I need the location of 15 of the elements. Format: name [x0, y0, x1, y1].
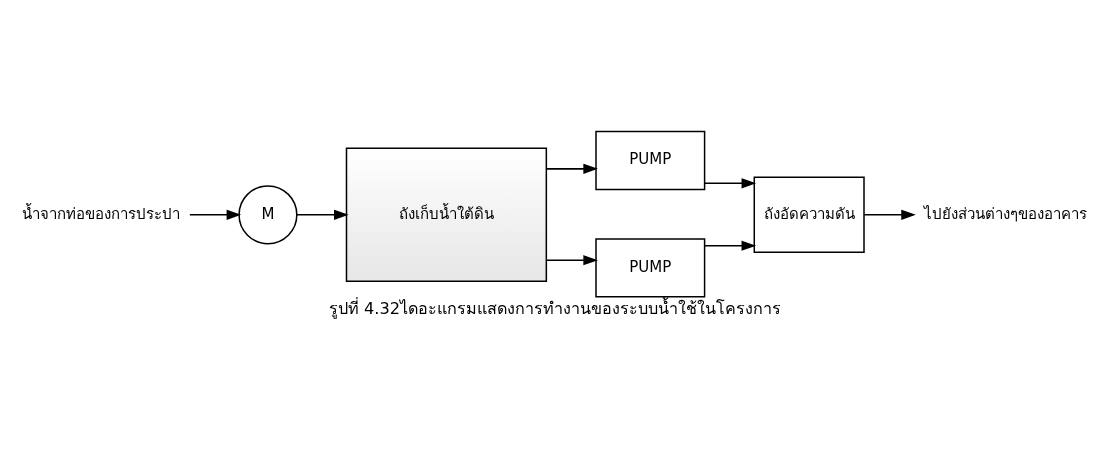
arrow [545, 255, 598, 266]
arrow [189, 209, 242, 220]
caption: รูปที่ 4.32ไดอะแกรมแสดงการทำงานของระบบน้ำใช้ในโครงการ [328, 299, 782, 319]
node-box: ถังเก็บน้ำใต้ดิน [345, 147, 548, 282]
arrow [296, 209, 349, 220]
arrow [704, 178, 757, 189]
node-box: PUMP [595, 130, 706, 191]
node-circle: M [238, 185, 298, 245]
node-box: PUMP [595, 238, 706, 298]
node-text: น้ำจากท่อของการประปา [22, 204, 181, 223]
arrow [863, 209, 916, 220]
node-box: ถังอัดความดัน [753, 176, 865, 254]
node-text: ไปยังส่วนต่างๆของอาคาร [924, 204, 1088, 223]
arrow [545, 163, 598, 174]
arrow [704, 240, 757, 251]
